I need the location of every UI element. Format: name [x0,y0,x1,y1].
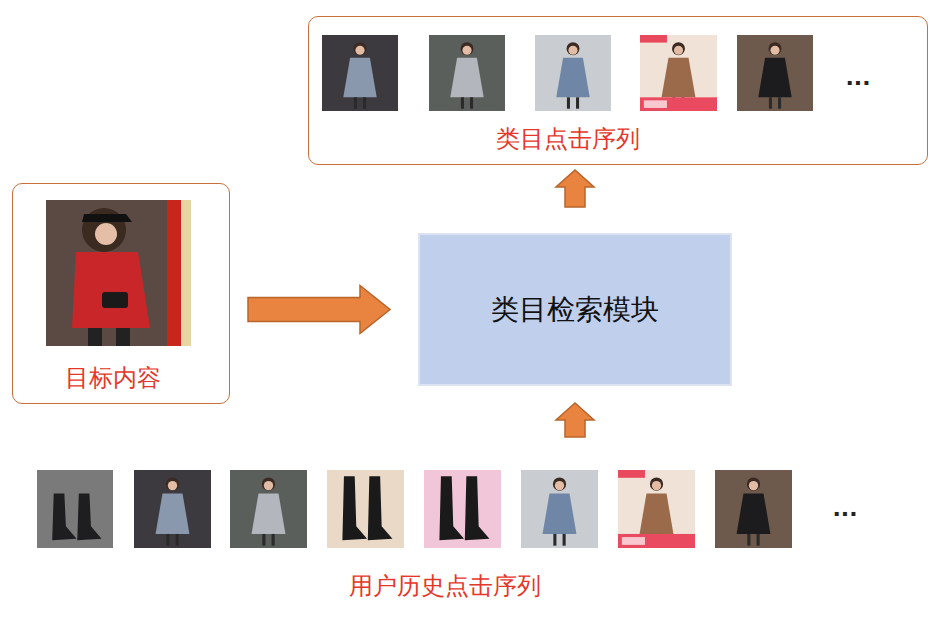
product-thumbnail [737,35,813,111]
group-box: 类目点击序列 [308,16,928,165]
product-thumbnail [429,35,505,111]
product-thumbnail [322,35,398,111]
product-thumbnail [230,470,307,548]
up-arrow [556,403,594,437]
product-thumbnail [134,470,211,548]
ellipsis: ... [845,65,870,91]
product-thumbnail [715,470,792,548]
process-box: 类目检索模块 [418,233,732,386]
product-thumbnail [521,470,598,548]
ellipsis: ... [832,496,857,522]
block-arrow [248,286,390,334]
product-thumbnail [37,470,113,548]
product-thumbnail [535,35,611,111]
sequence-title: 用户历史点击序列 [349,572,541,601]
product-thumbnail [640,35,717,111]
target-photo [46,200,191,346]
group-title: 类目点击序列 [496,125,640,154]
group-box: 目标内容 [12,183,230,404]
module-label: 类目检索模块 [491,293,659,327]
product-thumbnail [424,470,501,548]
block-arrow [556,170,594,207]
product-thumbnail [327,470,404,548]
product-thumbnail [618,470,695,548]
group-title: 目标内容 [65,364,161,393]
